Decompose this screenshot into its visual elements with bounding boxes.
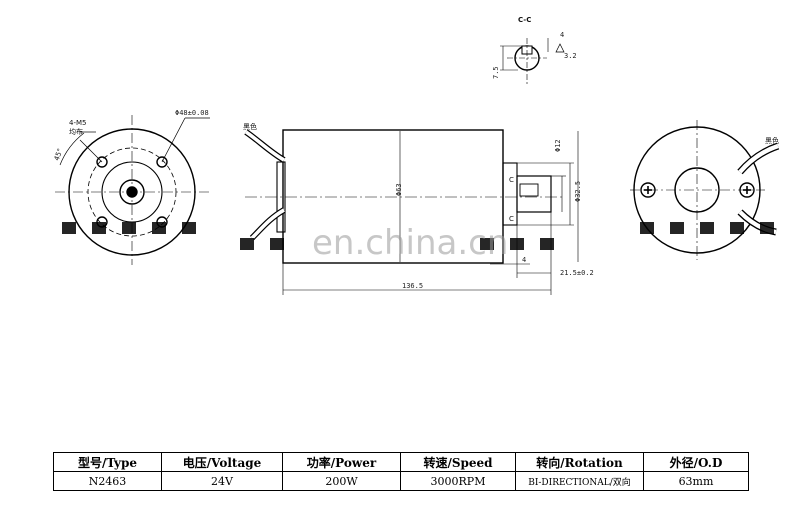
angle-label: 45° (53, 147, 65, 161)
pcd-label: Φ48±0.08 (175, 109, 209, 117)
header-rotation: 转向/Rotation (515, 452, 644, 472)
section-title: C-C (518, 16, 531, 24)
overall-length-label: 136.5 (402, 282, 423, 290)
value-rotation: BI-DIRECTIONAL/双向 (515, 471, 644, 491)
holes-label-1: 4-M5 (69, 119, 86, 127)
header-od: 外径/O.D (643, 452, 749, 472)
header-speed: 转速/Speed (400, 452, 516, 472)
section-marker-top: C (509, 176, 514, 184)
rear-end-view (630, 120, 780, 260)
spec-value-row: N2463 24V 200W 3000RPM BI-DIRECTIONAL/双向… (53, 471, 749, 491)
shaft-length-label: 21.5±0.2 (560, 269, 594, 277)
roughness-label: 3.2 (564, 52, 577, 60)
front-end-view (55, 115, 210, 265)
wire-color-left: 黑色 (243, 122, 257, 131)
value-voltage: 24V (161, 471, 283, 491)
wire-color-right: 黑色 (765, 136, 779, 145)
value-type: N2463 (53, 471, 162, 491)
boss-dia-label: Φ32.5 (574, 181, 582, 202)
watermark-text: en.china.cn (312, 223, 508, 263)
header-voltage: 电压/Voltage (161, 452, 283, 472)
value-od: 63mm (643, 471, 749, 491)
value-power: 200W (282, 471, 401, 491)
watermark-band (62, 222, 774, 250)
spec-header-row: 型号/Type 电压/Voltage 功率/Power 转速/Speed 转向/… (53, 452, 749, 472)
holes-label-2: 均布 (69, 127, 83, 136)
section-cc-view (500, 38, 565, 85)
key-width-label: 4 (560, 31, 564, 39)
value-speed: 3000RPM (400, 471, 516, 491)
body-dia-label: Φ63 (395, 183, 403, 196)
header-power: 功率/Power (282, 452, 401, 472)
shaft-dia-label: Φ12 (554, 139, 562, 152)
key-length-label: 4 (522, 256, 526, 264)
spec-table: 型号/Type 电压/Voltage 功率/Power 转速/Speed 转向/… (53, 452, 749, 491)
flat-depth-label: 7.5 (492, 66, 500, 79)
section-marker-bottom: C (509, 215, 514, 223)
motor-side-view (244, 129, 579, 295)
header-type: 型号/Type (53, 452, 162, 472)
